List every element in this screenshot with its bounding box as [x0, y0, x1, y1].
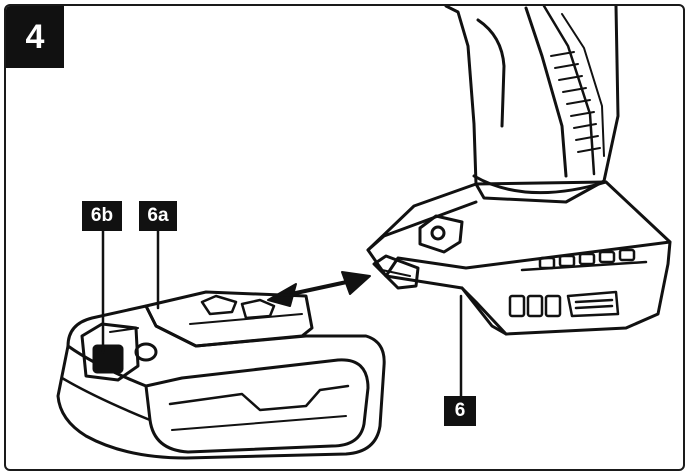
- step-number-badge: 4: [6, 6, 64, 68]
- callout-label-6: 6: [444, 396, 476, 426]
- battery-pack: [56, 290, 386, 460]
- assembly-illustration: [56, 6, 672, 460]
- callout-label-6b: 6b: [82, 201, 122, 231]
- drill-body: [366, 6, 672, 336]
- arrow-head-right: [341, 271, 371, 295]
- callout-label-6a: 6a: [139, 201, 177, 231]
- figure-frame: 4 6b 6a 6: [4, 4, 685, 471]
